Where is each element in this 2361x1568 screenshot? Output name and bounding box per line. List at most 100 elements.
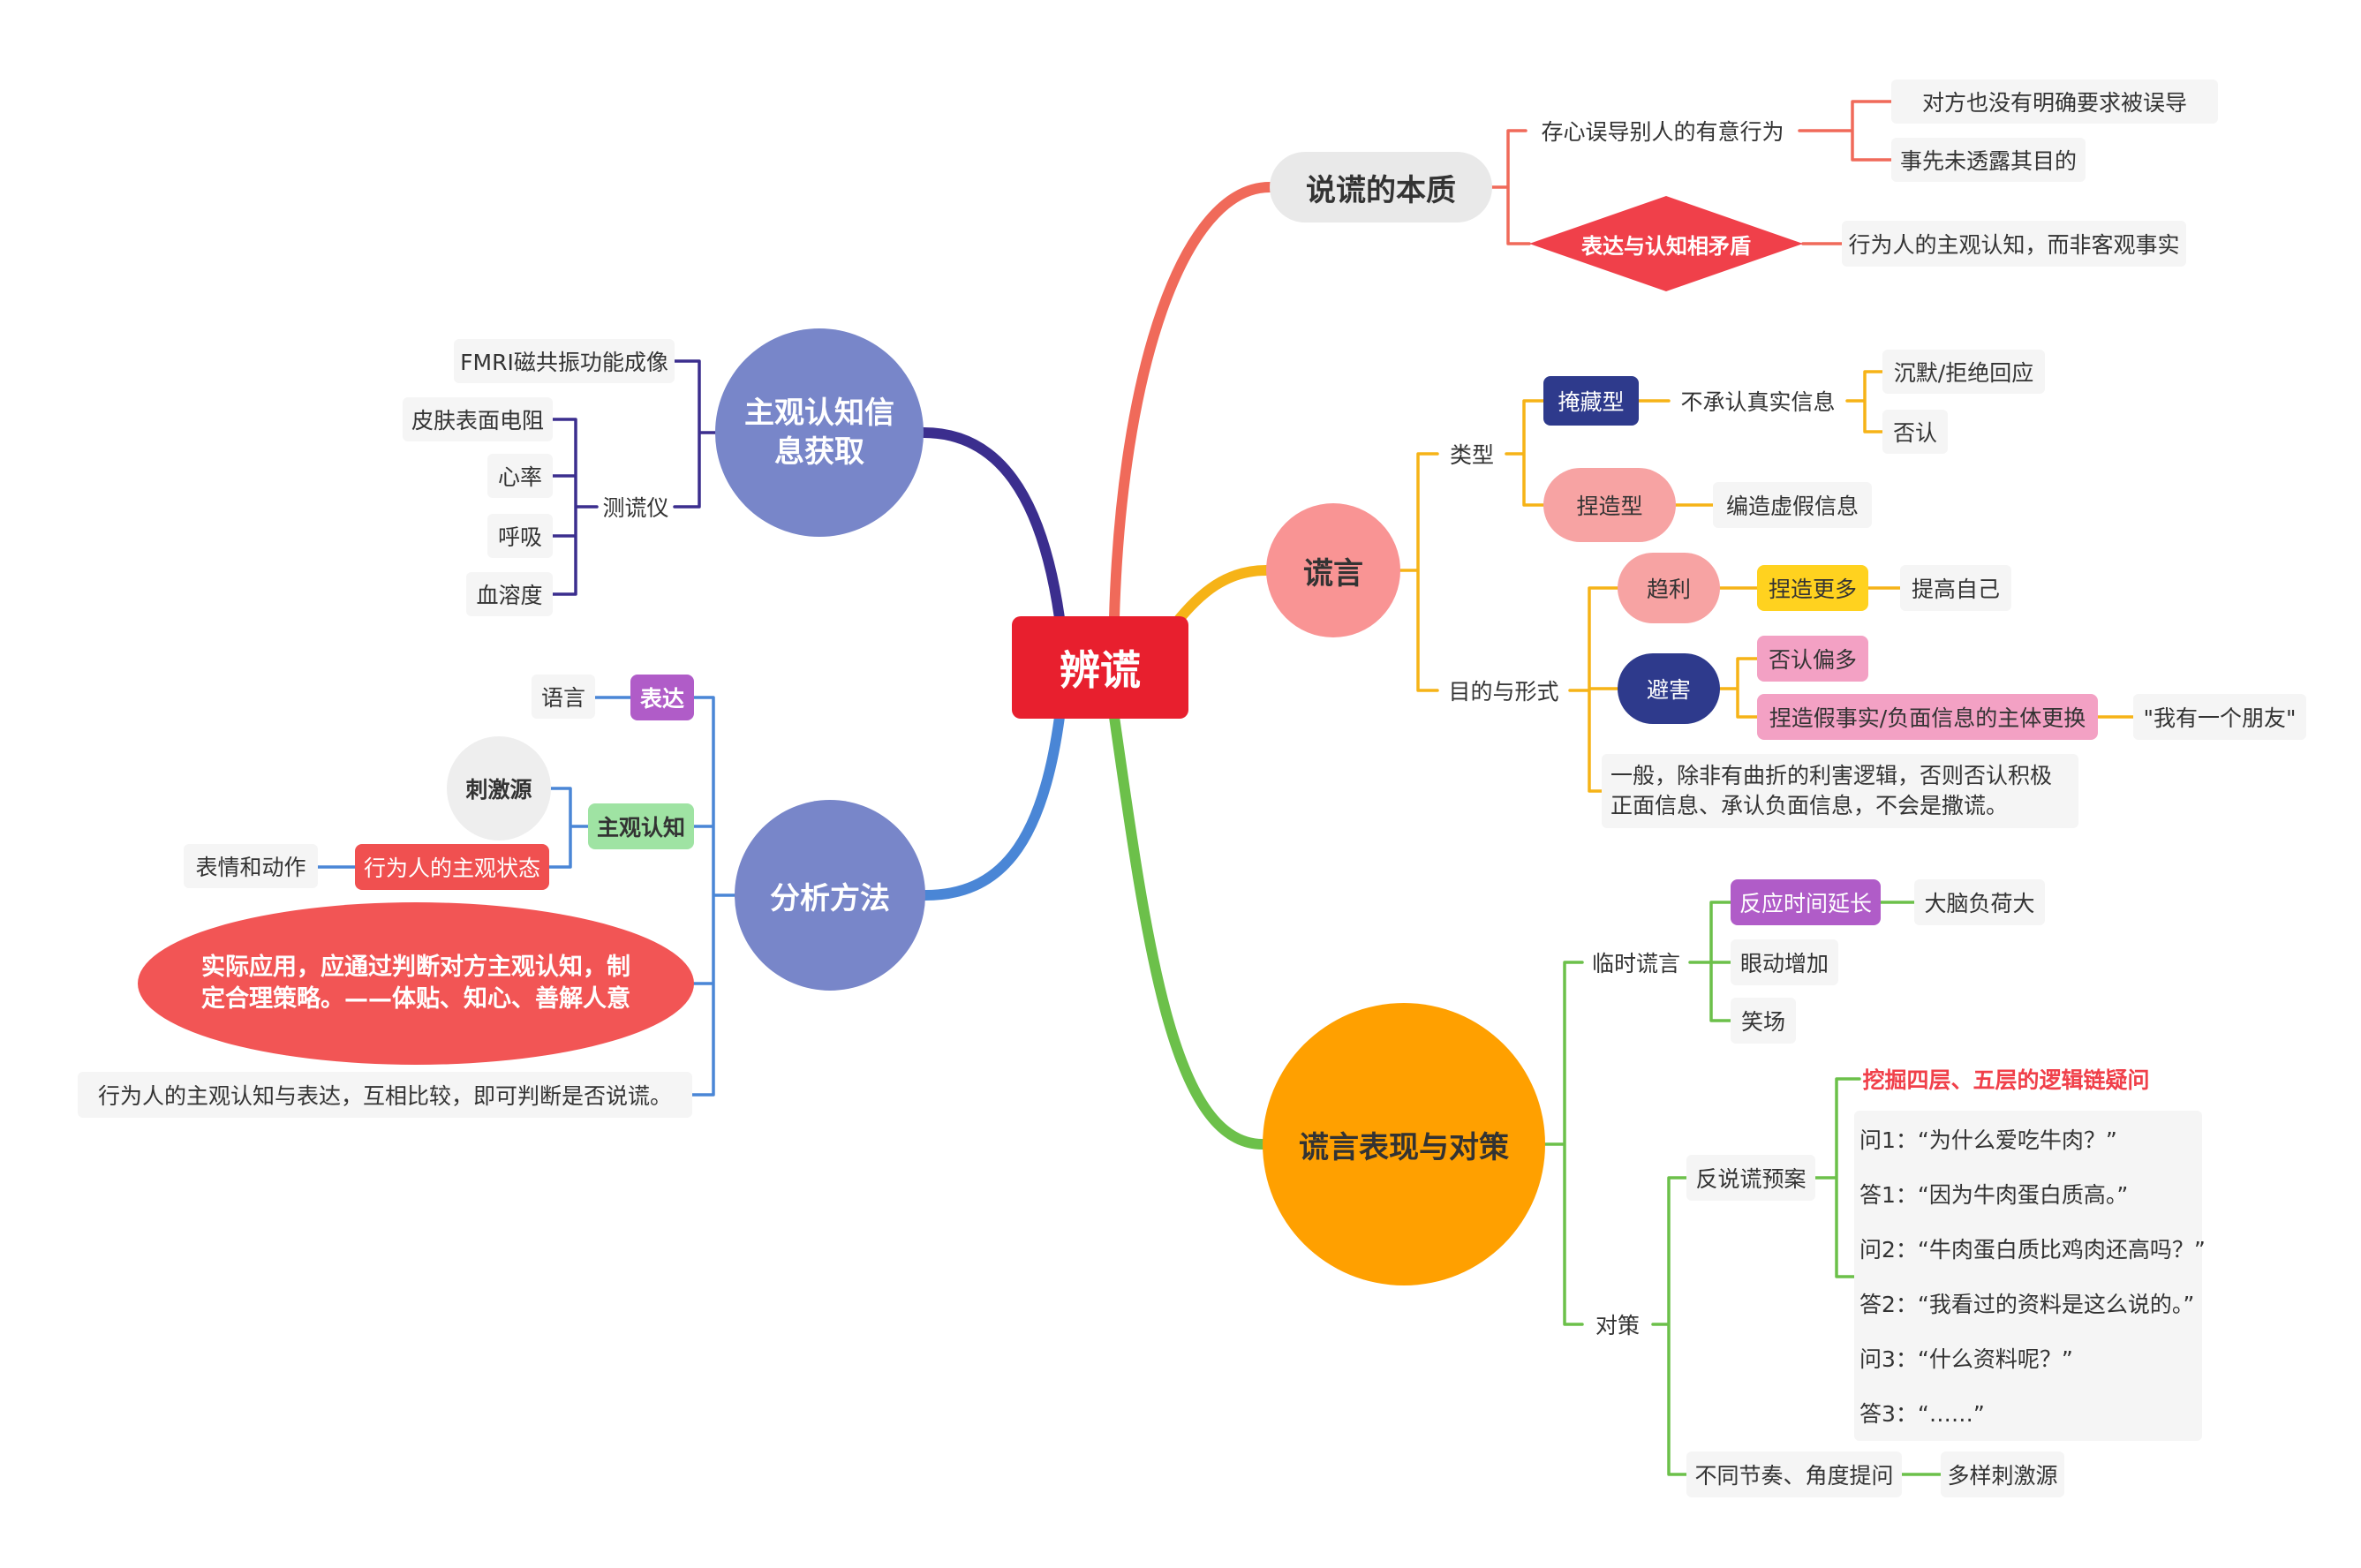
behavior-temp-item-1[interactable]: 反应时间延长 [1731, 879, 1881, 925]
behavior-temp-sub[interactable]: 大脑负荷大 [1914, 879, 2045, 925]
essence-contradiction-item[interactable]: 行为人的主观认知，而非客观事实 [1842, 221, 2186, 267]
lie-hide-desc[interactable]: 不承认真实信息 [1669, 381, 1847, 420]
lie-avoid-item-2-label: 捏造假事实/负面信息的主体更换 [1769, 705, 2086, 731]
behavior-rhythm-item[interactable]: 多样刺激源 [1941, 1451, 2064, 1497]
dialog-line-2[interactable]: 答1：“因为牛肉蛋白质高。” [1859, 1172, 2195, 1215]
polygraph-item-2[interactable]: 心率 [487, 454, 553, 498]
method-state-item[interactable]: 表情和动作 [184, 844, 318, 888]
dialog-line-3[interactable]: 问2：“牛肉蛋白质比鸡肉还高吗？” [1859, 1227, 2206, 1270]
lie-type-hide[interactable]: 掩藏型 [1543, 376, 1639, 426]
behavior-plan-title[interactable]: 挖掘四层、五层的逻辑链疑问 [1859, 1058, 2153, 1100]
lie-gain-desc[interactable]: 捏造更多 [1757, 565, 1868, 611]
wire-lie-avoid [1718, 657, 2135, 719]
topic-behavior[interactable]: 谎言表现与对策 [1263, 1003, 1545, 1285]
branch-essence [1109, 182, 1275, 623]
essence-intent[interactable]: 存心误导别人的有意行为 [1526, 111, 1799, 150]
behavior-temp-label[interactable]: 临时谎言 [1582, 943, 1690, 982]
topic-lie[interactable]: 谎言 [1266, 503, 1400, 637]
behavior-dialog-box [1854, 1111, 2202, 1441]
topic-essence[interactable]: 说谎的本质 [1270, 152, 1492, 222]
topic-lie-label: 谎言 [1303, 555, 1363, 592]
method-expression-item[interactable]: 语言 [532, 675, 595, 719]
subjective-polygraph-label: 测谎仪 [602, 495, 669, 521]
behavior-rhythm-label: 不同节奏、角度提问 [1694, 1463, 1894, 1489]
lie-gain-desc-label: 捏造更多 [1768, 577, 1857, 602]
dialog-line-1[interactable]: 问1：“为什么爱吃牛肉？” [1859, 1118, 2195, 1160]
topic-behavior-label: 谎言表现与对策 [1299, 1129, 1509, 1165]
topic-method[interactable]: 分析方法 [735, 800, 925, 991]
wire-essence [1490, 129, 1531, 245]
method-practice-label: 实际应用，应通过判断对方主观认知，制定合理策略。——体贴、知心、善解人意 [201, 953, 630, 1013]
essence-intent-item-1-label: 对方也没有明确要求被误导 [1921, 90, 2187, 116]
essence-contradiction-label: 表达与认知相矛盾 [1581, 233, 1751, 259]
lie-note-label: 一般，除非有曲折的利害逻辑，否则否认积极正面信息、承认负面信息，不会是撒谎。 [1610, 763, 2053, 818]
essence-intent-item-2[interactable]: 事先未透露其目的 [1891, 138, 2086, 182]
behavior-counter-text: 对策 [1595, 1313, 1640, 1338]
lie-avoid-item-1[interactable]: 否认偏多 [1757, 636, 1868, 682]
lie-avoid[interactable]: 避害 [1618, 653, 1720, 724]
essence-intent-label: 存心误导别人的有意行为 [1541, 119, 1784, 145]
behavior-temp-item-2[interactable]: 眼动增加 [1731, 939, 1838, 985]
essence-contradiction-item-label: 行为人的主观认知，而非客观事实 [1848, 232, 2180, 258]
behavior-temp-item-2-label: 眼动增加 [1739, 951, 1829, 976]
subjective-polygraph[interactable]: 测谎仪 [597, 487, 675, 526]
polygraph-item-3[interactable]: 呼吸 [487, 514, 553, 558]
wire-lie-hide-items [1845, 370, 1884, 433]
wire-lie-types [1505, 399, 1545, 507]
essence-intent-item-1[interactable]: 对方也没有明确要求被误导 [1891, 79, 2218, 124]
lie-hide-desc-label: 不承认真实信息 [1680, 389, 1836, 415]
lie-type-fabricate[interactable]: 捏造型 [1543, 468, 1676, 542]
lie-purpose-label[interactable]: 目的与形式 [1437, 671, 1570, 710]
dialog-line-2-label: 答1：“因为牛肉蛋白质高。” [1859, 1182, 2129, 1208]
behavior-plan-title-label: 挖掘四层、五层的逻辑链疑问 [1862, 1067, 2150, 1093]
dialog-line-5[interactable]: 问3：“什么资料呢？” [1859, 1337, 2195, 1379]
lie-purpose-text: 目的与形式 [1448, 679, 1559, 705]
method-stimulus[interactable]: 刺激源 [447, 736, 551, 841]
dialog-line-6-label: 答3：“……” [1859, 1401, 1985, 1427]
lie-avoid-example-label: "我有一个朋友" [2143, 705, 2297, 731]
branch-method [920, 712, 1065, 901]
polygraph-item-4[interactable]: 血溶度 [466, 572, 553, 616]
lie-note[interactable]: 一般，除非有曲折的利害逻辑，否则否认积极正面信息、承认负面信息，不会是撒谎。 [1602, 754, 2078, 828]
branch-lie [1169, 565, 1271, 630]
method-state[interactable]: 行为人的主观状态 [355, 844, 549, 890]
behavior-rhythm[interactable]: 不同节奏、角度提问 [1686, 1451, 1902, 1497]
branch-behavior [1109, 712, 1268, 1150]
lie-types-label[interactable]: 类型 [1437, 434, 1506, 473]
lie-hide-item-1-label: 沉默/拒绝回应 [1893, 360, 2034, 386]
method-conclusion[interactable]: 行为人的主观认知与表达，互相比较，即可判断是否说谎。 [78, 1072, 692, 1118]
behavior-plan[interactable]: 反说谎预案 [1686, 1155, 1815, 1201]
wire-polygraph [551, 418, 599, 596]
lie-fabricate-desc-label: 编造虚假信息 [1725, 494, 1859, 519]
polygraph-item-1-label: 皮肤表面电阻 [411, 408, 545, 433]
lie-avoid-item-2[interactable]: 捏造假事实/负面信息的主体更换 [1757, 694, 2098, 740]
topic-method-label: 分析方法 [770, 880, 890, 916]
wire-behavior [1543, 961, 1584, 1326]
topic-subjective[interactable]: 主观认知信息获取 [715, 328, 924, 537]
wire-essence-intent [1798, 100, 1893, 162]
method-expression[interactable]: 表达 [630, 675, 694, 720]
method-cognition[interactable]: 主观认知 [588, 803, 694, 849]
lie-gain[interactable]: 趋利 [1618, 553, 1720, 623]
behavior-temp-text: 临时谎言 [1591, 951, 1680, 976]
behavior-counter-label[interactable]: 对策 [1582, 1305, 1653, 1344]
branch-subjective [918, 427, 1065, 623]
lie-fabricate-desc[interactable]: 编造虚假信息 [1713, 482, 1872, 528]
lie-hide-item-2[interactable]: 否认 [1882, 410, 1948, 454]
lie-hide-item-1[interactable]: 沉默/拒绝回应 [1882, 350, 2045, 394]
method-practice[interactable]: 实际应用，应通过判断对方主观认知，制定合理策略。——体贴、知心、善解人意 [138, 902, 694, 1065]
wire-behavior-plan [1814, 1077, 1861, 1278]
wire-lie [1399, 452, 1439, 692]
subjective-fmri[interactable]: FMRI磁共振功能成像 [454, 339, 675, 383]
polygraph-item-4-label: 血溶度 [476, 583, 543, 608]
dialog-line-4[interactable]: 答2：“我看过的资料是这么说的。” [1859, 1282, 2199, 1324]
lie-avoid-example[interactable]: "我有一个朋友" [2133, 694, 2306, 740]
lie-gain-item[interactable]: 提高自己 [1900, 565, 2011, 611]
wire-subjective [673, 359, 717, 509]
polygraph-item-1[interactable]: 皮肤表面电阻 [403, 397, 553, 441]
central-topic[interactable]: 辨谎 [1012, 616, 1188, 719]
behavior-temp-item-3[interactable]: 笑场 [1731, 998, 1796, 1044]
dialog-line-6[interactable]: 答3：“……” [1859, 1391, 2195, 1434]
